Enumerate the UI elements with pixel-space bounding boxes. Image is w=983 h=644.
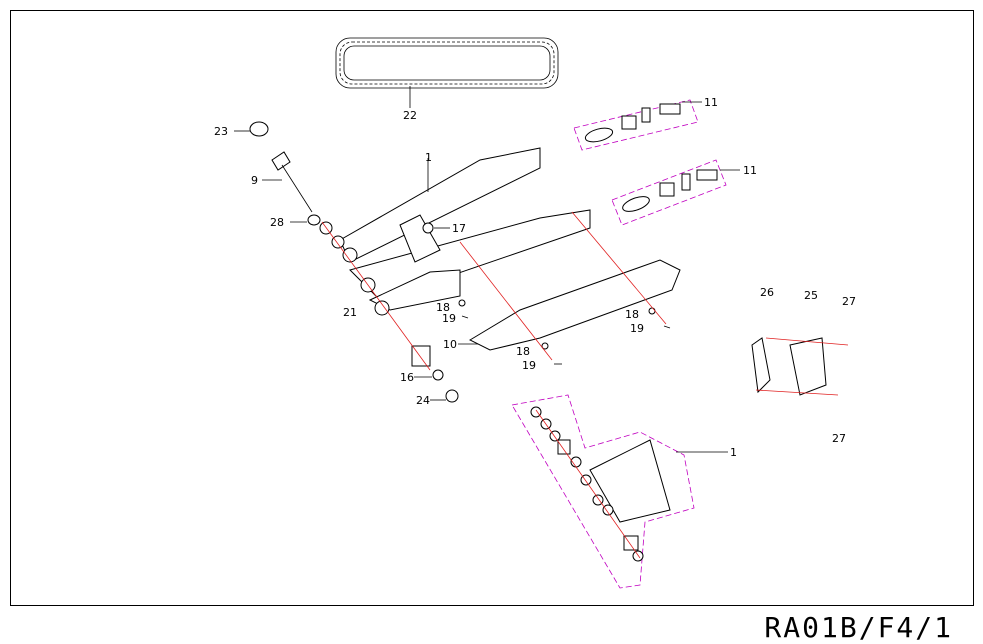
pivot-detail-exploded xyxy=(511,394,695,589)
axle-nut xyxy=(445,389,459,403)
callout-11-lower: 11 xyxy=(743,164,757,177)
callout-28: 28 xyxy=(270,216,284,229)
callout-1-detail: 1 xyxy=(730,446,737,459)
chain-guide xyxy=(468,259,681,351)
callout-27-lower: 27 xyxy=(832,432,846,445)
callout-19-a: 19 xyxy=(442,312,456,325)
callout-22: 22 xyxy=(403,109,417,122)
bolt-washer xyxy=(458,299,466,307)
callout-27-upper: 27 xyxy=(842,295,856,308)
callout-16: 16 xyxy=(400,371,414,384)
diagram-frame xyxy=(10,10,974,606)
callout-23: 23 xyxy=(214,125,228,138)
callout-19-c: 19 xyxy=(630,322,644,335)
bolt-washer xyxy=(648,307,656,315)
pivot-nut xyxy=(422,222,434,234)
pivot-washer xyxy=(307,214,321,226)
callout-17: 17 xyxy=(452,222,466,235)
pivot-cap xyxy=(249,121,269,137)
chain-case xyxy=(751,337,849,396)
callout-18-a: 18 xyxy=(436,301,450,314)
callout-21: 21 xyxy=(343,306,357,319)
callout-24: 24 xyxy=(416,394,430,407)
callout-26: 26 xyxy=(760,286,774,299)
callout-18-c: 18 xyxy=(625,308,639,321)
bushing-washer xyxy=(432,369,444,381)
chain-adjuster-kit-upper xyxy=(573,99,702,151)
pivot-bolt xyxy=(271,151,313,213)
callout-25: 25 xyxy=(804,289,818,302)
callout-9: 9 xyxy=(251,174,258,187)
bolt-washer xyxy=(541,342,549,350)
callout-10: 10 xyxy=(443,338,457,351)
callout-1-swingarm: 1 xyxy=(425,151,432,164)
callout-18-b: 18 xyxy=(516,345,530,358)
page-code: RA01B/F4/1 xyxy=(764,611,953,644)
drive-chain xyxy=(335,37,559,89)
callout-19-b: 19 xyxy=(522,359,536,372)
callout-11-upper: 11 xyxy=(704,96,718,109)
chain-adjuster-kit-lower xyxy=(611,159,740,226)
